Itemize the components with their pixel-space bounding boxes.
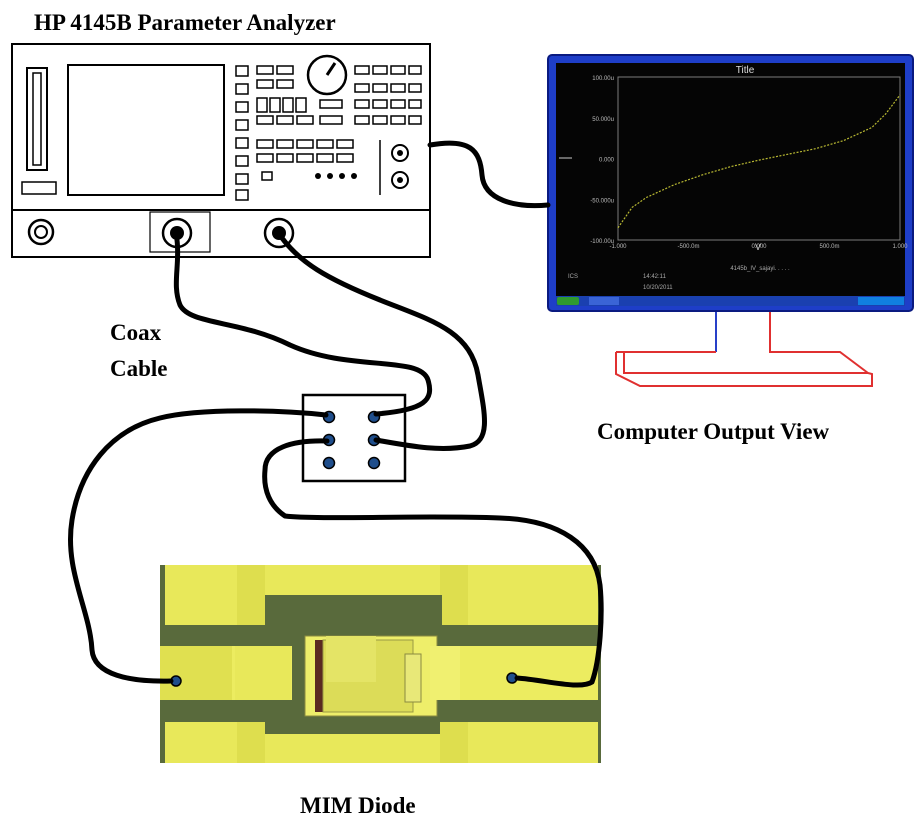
screen-title: Title <box>736 65 755 76</box>
coax-cable-1 <box>173 237 433 417</box>
computer-caption: Computer Output View <box>597 419 830 444</box>
computer-monitor: Title 100.00u 50.000u 0.000 -50.000u -100.00… <box>547 54 914 312</box>
monitor-cable <box>427 140 551 209</box>
parameter-analyzer <box>11 43 431 258</box>
switch-box <box>301 393 407 483</box>
key-column <box>235 65 249 201</box>
screen-date: 10/20/2011 <box>643 285 673 291</box>
y-tick-label: 100.00u <box>592 76 614 82</box>
box-terminal-6 <box>367 456 381 470</box>
screen-xlabel: V <box>755 242 761 252</box>
monitor-screen <box>556 63 905 296</box>
wires <box>68 140 604 688</box>
diode-caption: MIM Diode <box>300 793 416 818</box>
mim-diode-image <box>160 565 601 763</box>
y-tick-label: -50.000u <box>590 198 614 204</box>
x-ticks: -1.000 -500.0m 0.000 500.0m 1.000 <box>609 244 908 250</box>
screen-ics: ICS <box>568 274 578 280</box>
diode-lead-right <box>262 438 604 688</box>
coax-caption-line1: Coax <box>110 320 162 345</box>
iv-curve-series <box>617 94 901 229</box>
key-grid <box>256 65 422 181</box>
x-tick-label: 0.000 <box>751 244 767 250</box>
taskbar <box>556 296 905 306</box>
y-tick-label: -100.00u <box>590 239 614 245</box>
x-tick-label: 1.000 <box>892 244 908 250</box>
analyzer-display <box>67 64 225 196</box>
x-tick-label: 500.0m <box>819 244 839 250</box>
iv-curve-line <box>617 94 901 229</box>
plot-frame <box>617 76 901 241</box>
screen-filename: 4145b_IV_sajayi. . . . . <box>730 266 790 272</box>
y-tick-label: 0.000 <box>599 158 615 164</box>
coax-cable-2 <box>279 235 487 451</box>
power-indicator <box>21 181 57 195</box>
y-ticks: 100.00u 50.000u 0.000 -50.000u -100.00u <box>590 76 614 245</box>
box-terminal-5 <box>322 456 336 470</box>
x-tick-label: -1.000 <box>609 244 627 250</box>
y-tick-label: 50.000u <box>592 117 614 123</box>
x-tick-label: -500.0m <box>677 244 699 250</box>
start-button <box>557 297 579 305</box>
screen-time: 14:42:11 <box>643 274 667 280</box>
system-tray <box>858 297 904 305</box>
analyzer-caption: HP 4145B Parameter Analyzer <box>34 10 336 35</box>
diode-lead-left <box>68 408 329 684</box>
indicator-dots <box>315 173 357 179</box>
coax-caption-line2: Cable <box>110 356 168 381</box>
monitor-stand <box>615 312 873 387</box>
taskbar-window <box>589 297 619 305</box>
